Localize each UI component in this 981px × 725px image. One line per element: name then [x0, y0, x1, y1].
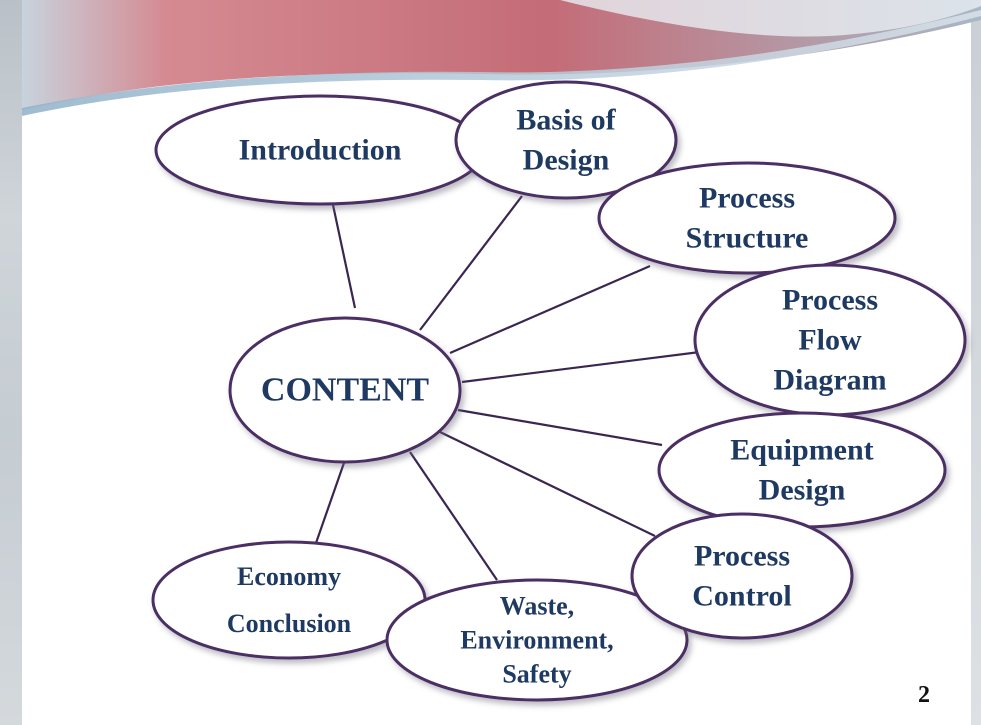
equipment-design-ellipse [657, 411, 947, 529]
center-ellipse [228, 316, 462, 464]
equipment-design-label-line: Equipment [730, 434, 873, 467]
basis-of-design-label-line: Basis of [516, 104, 616, 137]
background-left-edge [0, 0, 22, 725]
equipment-design-label-line: Design [759, 474, 846, 507]
connector-economy-conclusion [314, 459, 347, 544]
connector-waste-environment-safety [409, 451, 498, 581]
process-control-label-line: Control [692, 580, 791, 613]
background-right-edge [971, 0, 981, 725]
connector-introduction [331, 204, 357, 309]
page-number: 2 [918, 682, 930, 708]
economy-conclusion-ellipse [151, 540, 427, 660]
center-node: CONTENT [228, 316, 462, 464]
connector-equipment-design [457, 408, 663, 447]
node-introduction: Introduction [154, 94, 486, 206]
basis-of-design-ellipse [454, 80, 678, 200]
economy-conclusion-label-line: Economy [237, 562, 341, 591]
center-label-line: CONTENT [261, 372, 429, 409]
process-flow-diagram-label-line: Diagram [773, 364, 886, 397]
waste-environment-safety-label-line: Safety [502, 660, 571, 689]
connector-process-structure [449, 264, 651, 355]
process-structure-ellipse [597, 161, 897, 275]
connectors [314, 195, 701, 581]
introduction-label-line: Introduction [239, 134, 402, 167]
process-control-ellipse [630, 512, 854, 640]
basis-of-design-label-line: Design [523, 144, 610, 177]
node-waste-environment-safety: Waste, Environment, Safety [385, 578, 689, 702]
economy-conclusion-label-line: Conclusion [227, 609, 352, 638]
header-swoosh [22, 0, 981, 116]
waste-environment-safety-ellipse [385, 578, 689, 702]
node-basis-of-design: Basis of Design [454, 80, 678, 200]
process-control-label-line: Process [694, 540, 790, 573]
process-flow-diagram-label-line: Flow [798, 324, 862, 357]
process-flow-diagram-label-line: Process [782, 284, 878, 317]
process-structure-label-line: Process [699, 182, 795, 215]
connector-process-flow-diagram [461, 350, 701, 384]
process-structure-label-line: Structure [686, 222, 809, 255]
waste-environment-safety-label-line: Environment, [460, 626, 613, 655]
connector-process-control [439, 431, 656, 537]
connector-basis-of-design [419, 195, 523, 331]
waste-environment-safety-label-line: Waste, [500, 592, 574, 621]
